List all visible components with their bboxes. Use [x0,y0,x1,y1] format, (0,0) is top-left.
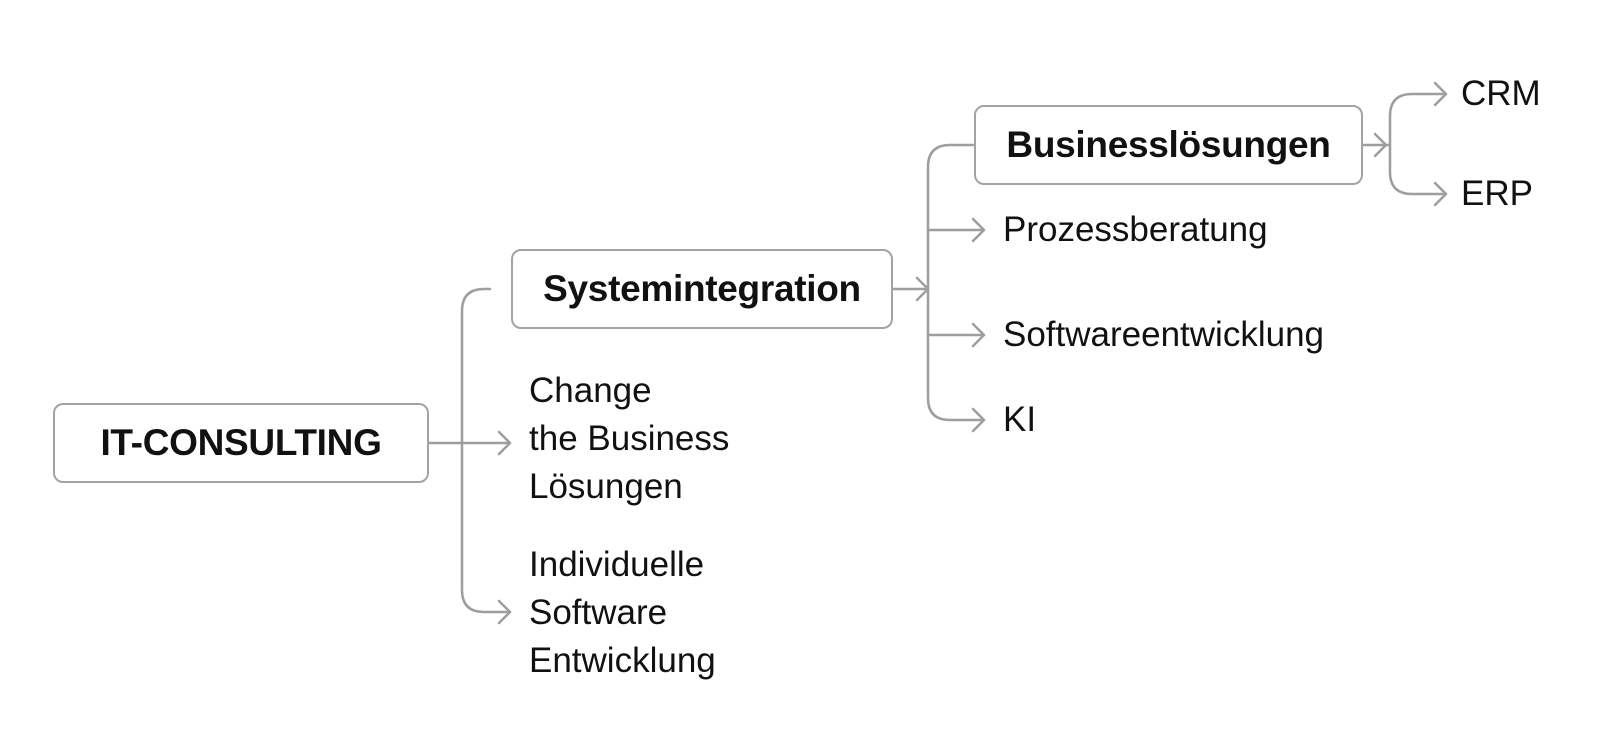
ki-label: KI [1003,400,1037,439]
prozessberatung-node: Prozessberatung [1003,206,1268,254]
connector-business-bracket [1388,92,1448,196]
root-node-box: IT-CONSULTING [53,403,429,483]
individuelle-software-node: Individuelle Software Entwicklung [529,541,716,685]
prozessberatung-label: Prozessberatung [1003,210,1268,249]
change-business-node: Change the Business Lösungen [529,367,729,511]
change-business-line-1: Change [529,371,652,410]
arrow-to-business-out [1373,132,1388,158]
systemintegration-node-label: Systemintegration [543,268,861,309]
change-business-line-3: Lösungen [529,467,683,506]
arrow-to-ki [971,407,986,433]
arrow-to-individuelle-software [497,599,512,625]
arrow-to-softwareentwicklung [926,322,986,348]
arrow-to-system-out [915,276,930,302]
individuelle-software-line-1: Individuelle [529,545,705,584]
arrow-to-prozessberatung [926,217,986,243]
softwareentwicklung-node: Softwareentwicklung [1003,311,1324,359]
individuelle-software-line-3: Entwicklung [529,641,716,680]
individuelle-software-line-2: Software [529,593,668,632]
crm-node: CRM [1461,70,1541,118]
connector-system-bracket [926,143,986,422]
systemintegration-node-box: Systemintegration [511,249,893,329]
softwareentwicklung-label: Softwareentwicklung [1003,315,1324,354]
connector-root-bracket [460,287,512,614]
businessloesungen-node-box: Businesslösungen [974,105,1363,185]
change-business-line-2: the Business [529,419,730,458]
arrow-to-erp [1433,181,1448,207]
root-node-label: IT-CONSULTING [100,422,382,463]
erp-node: ERP [1461,170,1533,218]
businessloesungen-node-label: Businesslösungen [1006,124,1331,165]
ki-node: KI [1003,396,1036,444]
erp-label: ERP [1461,174,1533,213]
arrow-to-change-business [460,430,512,456]
crm-label: CRM [1461,74,1541,113]
arrow-to-crm [1433,81,1448,107]
